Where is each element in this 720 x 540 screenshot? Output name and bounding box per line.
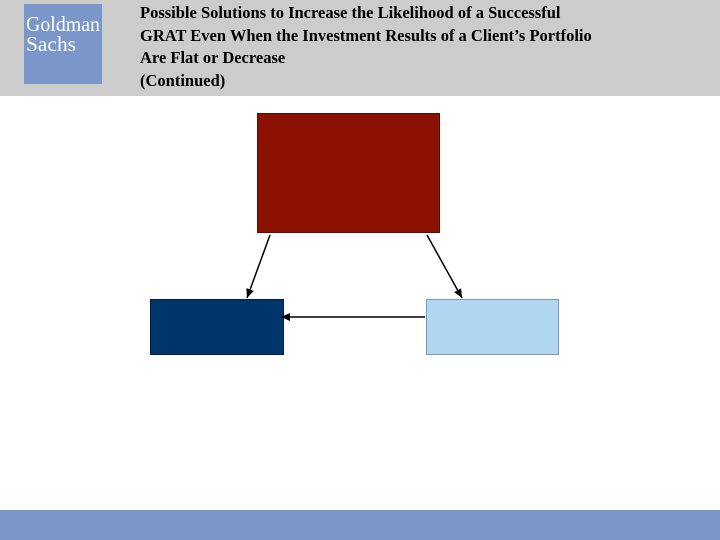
header-band: Goldman Sachs Possible Solutions to Incr… xyxy=(0,0,720,96)
logo-text-line2: Sachs xyxy=(26,32,76,56)
diagram-box-left xyxy=(150,299,284,355)
logo-text-line1: Goldman xyxy=(26,12,100,36)
page-title: Possible Solutions to Increase the Likel… xyxy=(140,2,710,92)
page-title-line: (Continued) xyxy=(140,70,226,90)
diagram-box-right xyxy=(426,299,559,355)
page-title-line: GRAT Even When the Investment Results of… xyxy=(140,25,592,45)
page-title-line: Possible Solutions to Increase the Likel… xyxy=(140,3,561,22)
page-title-line: Are Flat or Decrease xyxy=(140,48,286,67)
logo-wordmark: Goldman Sachs xyxy=(26,12,100,56)
arrow-top-to-right xyxy=(426,234,463,299)
goldman-sachs-logo: Goldman Sachs xyxy=(24,4,102,84)
diagram-box-top xyxy=(257,113,440,233)
arrow-top-to-left xyxy=(246,234,271,299)
footer-band xyxy=(0,510,720,540)
